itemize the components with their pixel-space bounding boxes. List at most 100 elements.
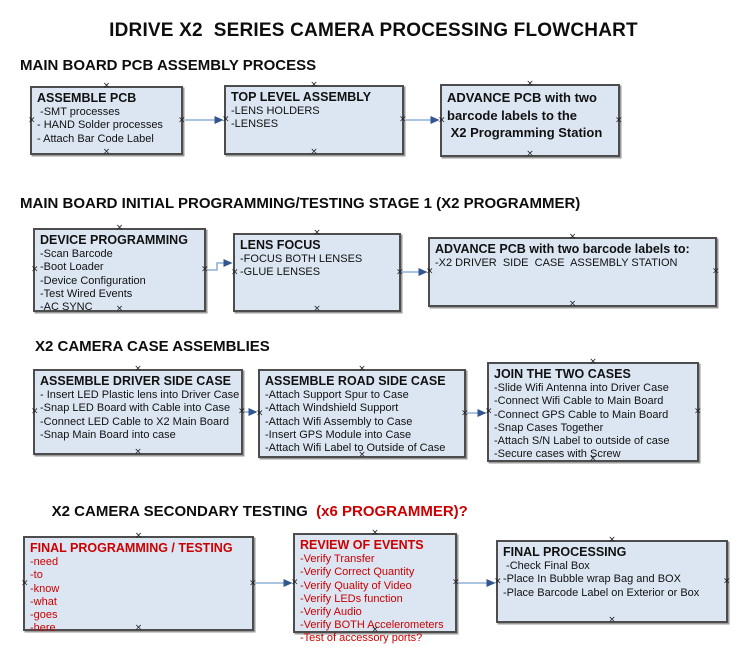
box-line: -Connect LED Cable to X2 Main Board xyxy=(40,415,229,428)
box-line: -Verify Correct Quantity xyxy=(300,566,415,579)
box-line: -Attach Wifi Label to Outside of Case xyxy=(265,442,446,455)
box-line: -Snap Cases Together xyxy=(494,421,604,434)
box-line: -Verify LEDs function xyxy=(300,592,403,605)
box-title: DEVICE PROGRAMMING xyxy=(40,233,188,247)
box-line: -Snap Main Board into case xyxy=(40,428,176,441)
connection-point-marker: × xyxy=(608,535,616,545)
box-line: -need xyxy=(30,556,59,569)
connection-point-marker: × xyxy=(426,266,434,277)
connector-arrow xyxy=(207,259,233,271)
box-title: REVIEW OF EVENTS xyxy=(300,538,424,552)
connection-point-marker: × xyxy=(201,264,209,275)
flow-box-final-processing: FINAL PROCESSING -Check Final Box -Place… xyxy=(494,536,731,625)
connection-point-marker: × xyxy=(134,447,142,457)
flow-box-top-level-assembly: TOP LEVEL ASSEMBLY -LENS HOLDERS -LENSES… xyxy=(222,81,407,157)
section-heading-secondary-testing: X2 CAMERA SECONDARY TESTING (x6 PROGRAMM… xyxy=(35,486,468,537)
box-title: LENS FOCUS xyxy=(240,238,321,252)
section-heading-pcb-assembly: MAIN BOARD PCB ASSEMBLY PROCESS xyxy=(20,57,317,74)
box-line: -Attach Windshield Support xyxy=(265,402,399,415)
connection-point-marker: × xyxy=(310,147,318,157)
connection-point-marker: × xyxy=(461,408,469,418)
box-title: barcode labels to the xyxy=(447,107,578,123)
box-title: TOP LEVEL ASSEMBLY xyxy=(231,90,372,104)
connection-point-marker: × xyxy=(238,406,246,417)
connection-point-marker: × xyxy=(178,115,186,125)
box-line: - Insert LED Plastic lens into Driver Ca… xyxy=(40,389,240,402)
connection-point-marker: × xyxy=(526,149,534,159)
box-line: -Verify BOTH Accelerometers xyxy=(300,619,444,632)
box-line: -LENSES xyxy=(231,118,279,131)
box-title: ADVANCE PCB with two xyxy=(447,90,597,105)
connection-point-marker: × xyxy=(313,228,321,238)
box-line: -Attach Support Spur to Case xyxy=(265,389,409,402)
connection-point-marker: × xyxy=(694,406,702,417)
flow-box-assemble-driver-side-case: ASSEMBLE DRIVER SIDE CASE - Insert LED P… xyxy=(31,365,246,457)
flow-box-assemble-road-side-case: ASSEMBLE ROAD SIDE CASE -Attach Support … xyxy=(256,365,469,460)
connection-point-marker: × xyxy=(396,267,404,277)
box-line: -know xyxy=(30,582,60,595)
box-line: -Snap LED Board with Cable into Case xyxy=(40,402,231,415)
flow-box-lens-focus: LENS FOCUS -FOCUS BOTH LENSES -GLUE LENS… xyxy=(231,229,404,314)
connection-point-marker: × xyxy=(249,578,257,588)
connection-point-marker: × xyxy=(28,115,36,125)
connection-point-marker: × xyxy=(256,408,264,418)
connection-point-marker: × xyxy=(712,266,720,277)
flow-box-advance-pcb-driver-side-station: ADVANCE PCB with two barcode labels to: … xyxy=(426,233,720,309)
flow-box-device-programming: DEVICE PROGRAMMING -Scan Barcode -Boot L… xyxy=(31,224,209,314)
connection-point-marker: × xyxy=(310,80,318,90)
box-title: ASSEMBLE ROAD SIDE CASE xyxy=(265,374,446,388)
box-line: -Test of accessory ports? xyxy=(300,632,423,645)
box-line: -AC SYNC xyxy=(40,301,93,314)
connection-point-marker: × xyxy=(568,299,577,309)
connection-point-marker: × xyxy=(21,578,29,588)
connection-point-marker: × xyxy=(291,577,299,588)
connection-point-marker: × xyxy=(31,264,39,275)
connection-point-marker: × xyxy=(102,147,111,157)
box-line: -X2 DRIVER SIDE CASE ASSEMBLY STATION xyxy=(435,257,678,270)
connection-point-marker: × xyxy=(494,576,502,586)
box-line: -Verify Quality of Video xyxy=(300,579,412,592)
connection-point-marker: × xyxy=(31,406,39,417)
flow-box-join-the-two-cases: JOIN THE TWO CASES -Slide Wifi Antenna i… xyxy=(485,358,702,464)
box-line: -Test Wired Events xyxy=(40,287,133,300)
connection-point-marker: × xyxy=(452,577,460,588)
connection-point-marker: × xyxy=(115,223,124,233)
box-line: -Boot Loader xyxy=(40,261,104,274)
box-line: -to xyxy=(30,569,43,582)
heading-red-part: (x6 PROGRAMMER)? xyxy=(311,503,468,520)
box-title: JOIN THE TWO CASES xyxy=(494,367,631,381)
flow-box-assemble-pcb: ASSEMBLE PCB -SMT processes - HAND Solde… xyxy=(28,82,186,157)
box-line: -Device Configuration xyxy=(40,274,146,287)
box-line: -FOCUS BOTH LENSES xyxy=(240,253,363,266)
box-line: -Slide Wifi Antenna into Driver Case xyxy=(494,382,669,395)
box-line: -Attach S/N Label to outside of case xyxy=(494,435,670,448)
box-title: FINAL PROGRAMMING / TESTING xyxy=(30,541,233,555)
box-line: -Insert GPS Module into Case xyxy=(265,428,412,441)
box-line: -Check Final Box xyxy=(503,560,590,573)
connection-point-marker: × xyxy=(615,115,623,125)
box-title: X2 Programming Station xyxy=(447,125,603,141)
box-line: -Verify Transfer xyxy=(300,553,375,566)
box-line: -Secure cases with Screw xyxy=(494,448,621,461)
connection-point-marker: × xyxy=(723,576,731,586)
connection-point-marker: × xyxy=(358,364,366,374)
section-heading-initial-programming: MAIN BOARD INITIAL PROGRAMMING/TESTING S… xyxy=(20,195,581,212)
box-title: ASSEMBLE PCB xyxy=(37,91,137,105)
box-line: -GLUE LENSES xyxy=(240,266,321,279)
page-title: IDRIVE X2 SERIES CAMERA PROCESSING FLOWC… xyxy=(109,20,638,41)
connection-point-marker: × xyxy=(222,114,230,125)
box-line: -what xyxy=(30,595,57,608)
connection-point-marker: × xyxy=(313,304,321,314)
connection-point-marker: × xyxy=(485,406,493,417)
box-line: -SMT processes xyxy=(37,106,120,119)
connection-point-marker: × xyxy=(134,364,142,374)
flow-box-review-of-events: REVIEW OF EVENTS -Verify Transfer -Verif… xyxy=(291,529,460,645)
flow-box-final-programming-testing: FINAL PROGRAMMING / TESTING -need -to -k… xyxy=(21,532,257,635)
connection-point-marker: × xyxy=(589,357,597,367)
box-line: -goes xyxy=(30,609,58,622)
box-line: -here xyxy=(30,622,56,635)
box-title: ADVANCE PCB with two barcode labels to: xyxy=(435,242,690,256)
box-title: ASSEMBLE DRIVER SIDE CASE xyxy=(40,374,232,388)
heading-black-part: X2 CAMERA SECONDARY TESTING xyxy=(51,503,312,520)
